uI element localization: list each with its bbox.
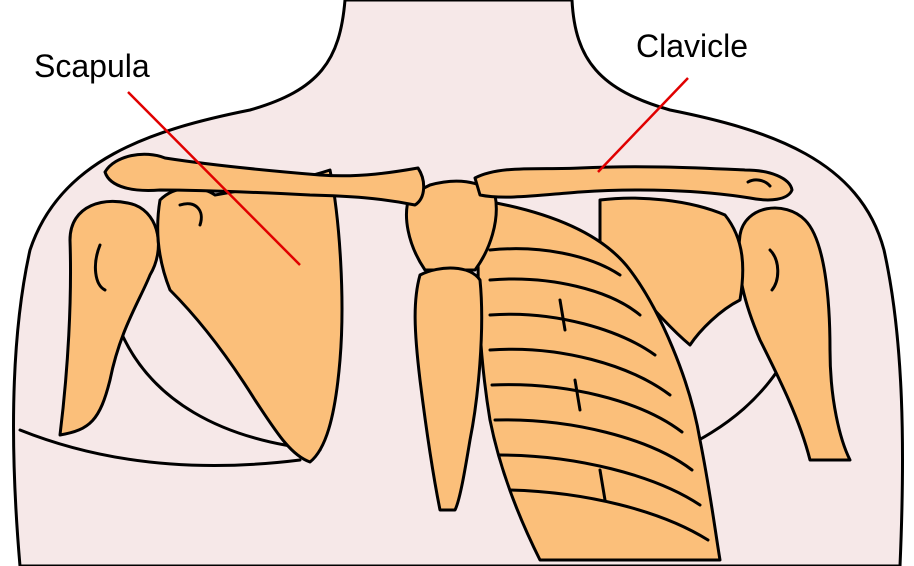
clavicle-label: Clavicle xyxy=(636,30,748,62)
scapula-label: Scapula xyxy=(34,50,150,82)
